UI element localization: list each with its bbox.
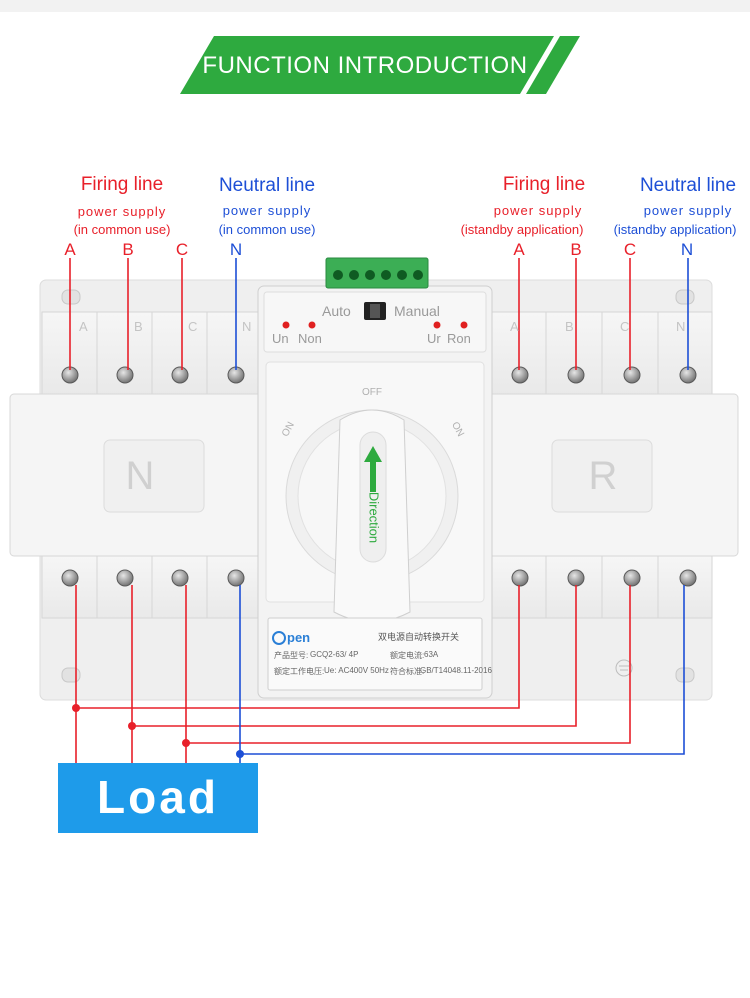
right-phase-n: N — [680, 240, 694, 259]
left-phase-a: A — [64, 240, 76, 259]
left-phase-c: C — [175, 240, 189, 259]
left-panel-window — [103, 439, 205, 513]
right-panel-letter: R — [588, 454, 618, 498]
source-wires — [69, 258, 689, 370]
right-firing-note: (istandby application) — [460, 222, 584, 237]
top-terminal-label-n: N — [242, 319, 252, 334]
plate-standard-label: 符合标准: — [390, 667, 425, 676]
led-un-label: Un — [272, 331, 289, 346]
mode-manual-label: Manual — [394, 303, 440, 319]
bottom-terminals-left — [41, 555, 265, 619]
load-label: Load — [97, 771, 219, 823]
plate-model-value: GCQ2-63/ 4P — [310, 650, 359, 659]
left-firing-subtitle: power supply — [77, 204, 167, 219]
nameplate — [267, 617, 483, 691]
brand-logo-icon — [272, 631, 286, 645]
led-ron-label: Ron — [447, 331, 471, 346]
left-firing-title: Firing line — [80, 174, 164, 195]
top-terminal-label-rc: C — [620, 319, 630, 334]
top-terminals-left — [41, 311, 263, 395]
top-terminal-label-a: A — [79, 319, 88, 334]
load-box — [58, 763, 258, 833]
right-firing-title: Firing line — [502, 174, 586, 195]
led-un — [282, 321, 290, 329]
right-panel-window — [551, 439, 653, 513]
banner-shape — [180, 36, 580, 94]
left-neutral-title: Neutral line — [218, 175, 316, 196]
terminal-screws — [61, 366, 697, 587]
left-neutral-subtitle: power supply — [222, 203, 312, 218]
top-band — [0, 0, 750, 12]
top-terminal-label-rb: B — [565, 319, 574, 334]
dial-off-label: OFF — [362, 387, 382, 398]
left-phase-b: B — [122, 240, 134, 259]
green-terminal-connector — [325, 257, 429, 289]
plate-standard-value: GB/T14048.11-2016 — [420, 666, 492, 675]
direction-arrow-icon — [364, 446, 382, 492]
left-phase-n: N — [229, 240, 243, 259]
right-phase-a: A — [513, 240, 525, 259]
plate-brand: pen — [287, 630, 311, 645]
mode-auto-label: Auto — [322, 303, 351, 319]
right-neutral-title: Neutral line — [639, 175, 737, 196]
left-neutral-note: (in common use) — [218, 222, 316, 237]
led-non-label: Non — [298, 331, 322, 346]
bottom-terminals-right — [489, 555, 713, 619]
led-ur-label: Ur — [427, 331, 441, 346]
led-ron — [460, 321, 468, 329]
plate-title: 双电源自动转换开关 — [378, 632, 460, 642]
led-non — [308, 321, 316, 329]
plate-voltage-value: Ue: AC400V 50Hz — [324, 666, 389, 675]
plate-current-label: 额定电流: — [390, 651, 425, 660]
plate-model-label: 产品型号: — [274, 651, 309, 660]
top-terminal-label-b: B — [134, 319, 143, 334]
top-terminals-right — [489, 311, 713, 395]
right-neutral-note: (istandby application) — [613, 222, 737, 237]
top-terminal-label-c: C — [188, 319, 198, 334]
left-firing-note: (in common use) — [73, 222, 171, 237]
handle-direction-label: Direction — [366, 491, 382, 544]
plate-current-value: 63A — [424, 650, 439, 659]
wire-junctions — [72, 704, 244, 758]
plate-voltage-label: 额定工作电压: — [274, 667, 325, 676]
left-panel-letter: N — [125, 454, 155, 498]
right-phase-c: C — [623, 240, 637, 259]
right-phase-b: B — [570, 240, 582, 259]
right-neutral-subtitle: power supply — [643, 203, 733, 218]
top-terminal-label-rn: N — [676, 319, 686, 334]
led-ur — [433, 321, 441, 329]
banner-title: FUNCTION INTRODUCTION — [202, 52, 528, 79]
right-firing-subtitle: power supply — [493, 203, 583, 218]
top-terminal-label-ra: A — [510, 319, 519, 334]
